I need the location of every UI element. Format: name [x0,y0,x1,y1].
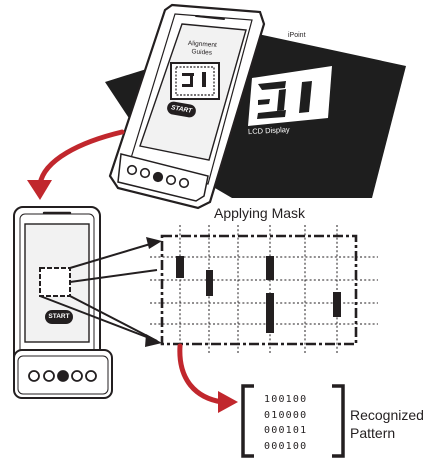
projection-arrowhead-top [146,237,162,249]
lcd-screen [248,66,332,126]
left-phone-button-4[interactable] [71,370,83,382]
top-phone-button-4[interactable] [165,174,177,186]
alignment-guides-icon [170,62,220,100]
projection-lines [39,241,158,342]
top-phone-button-2[interactable] [139,167,151,179]
mask-frame [160,234,358,346]
top-phone-button-1[interactable] [126,164,138,176]
red-arrow-to-pattern [177,343,225,405]
ipoint-label: iPoint [288,32,306,39]
left-phone [13,206,113,399]
top-phone-button-3[interactable] [152,171,164,183]
recognized-matrix: 100100 010000 000101 000100 [264,392,307,454]
applying-mask-title: Applying Mask [214,205,306,221]
mask-segment [176,256,184,278]
red-arrowhead-to-pattern [218,391,238,413]
mask-segment [266,256,274,280]
matrix-row: 000100 [264,440,308,452]
matrix-left-bracket [241,384,254,458]
mask-segment [333,292,341,317]
left-phone-button-5[interactable] [85,370,97,382]
start-button-left[interactable]: START [45,310,73,324]
screen-capture-region [39,267,71,297]
mask-segment [206,270,213,296]
matrix-right-bracket [332,384,345,458]
matrix-row: 000101 [264,425,308,436]
recognized-pattern-label: Recognized Pattern [350,407,424,441]
left-phone-button-2[interactable] [43,370,55,382]
left-phone-button-3[interactable] [57,370,69,382]
left-phone-button-1[interactable] [28,370,40,382]
lcd-glyph [257,81,312,119]
red-arrowhead-to-phone [27,180,52,200]
matrix-row: 010000 [264,409,308,421]
matrix-row: 100100 [264,394,308,405]
top-phone-button-5[interactable] [178,177,190,189]
mask-segment [266,293,274,333]
mask-grid [150,225,378,355]
projection-arrowhead-bottom [145,334,162,347]
red-arrow-to-phone [37,129,125,187]
